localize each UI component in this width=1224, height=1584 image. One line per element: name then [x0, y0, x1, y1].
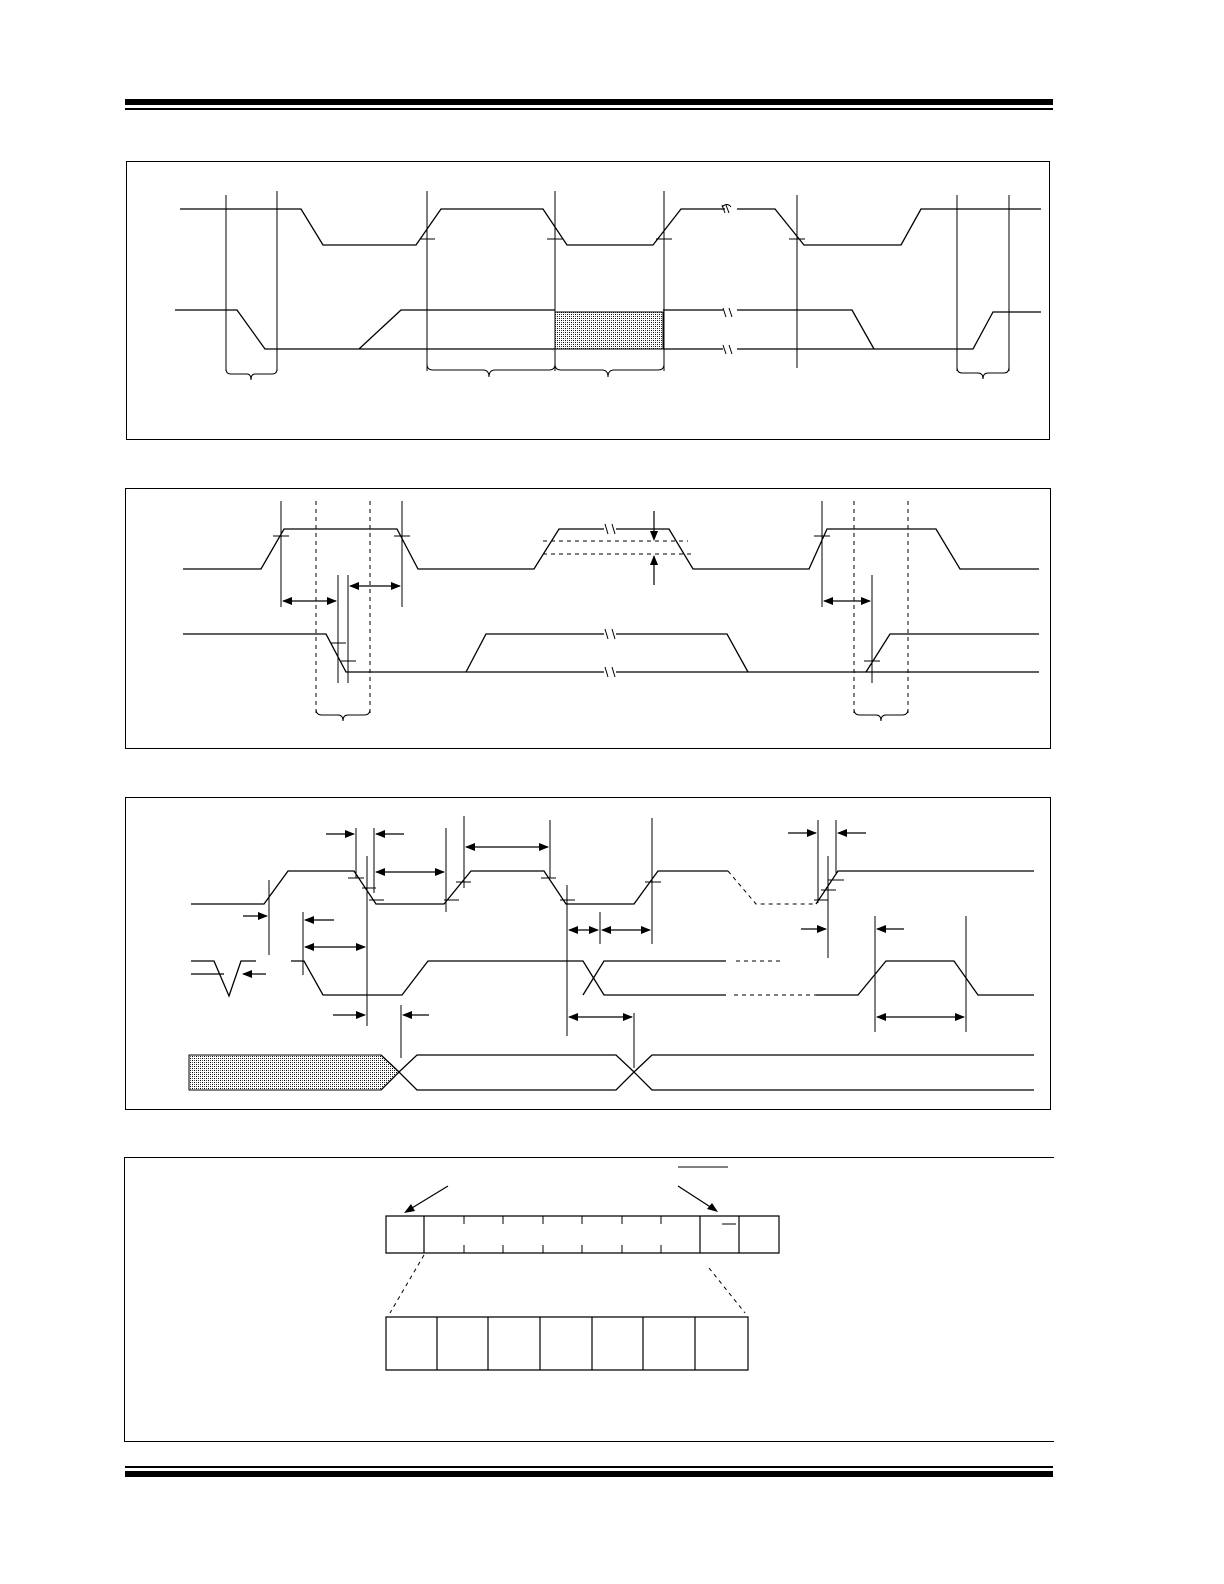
register-row-lower — [386, 1317, 748, 1370]
footer-rule-thick — [125, 1471, 1053, 1477]
register-row-upper — [386, 1216, 779, 1253]
waveform-lower-low — [175, 310, 1041, 349]
waveform-lower-rise — [359, 310, 555, 349]
reference-lines — [281, 501, 908, 715]
waveform-upper — [183, 529, 1039, 569]
expansion-line-right — [709, 1268, 745, 1313]
timing-diagram-1-svg — [127, 162, 1051, 441]
waveform-lower — [183, 634, 1039, 672]
waveform-upper-dashed — [728, 871, 816, 904]
waveform-upper-end — [816, 871, 1034, 904]
header-rule-thin — [125, 108, 1053, 110]
register-diagram-svg — [125, 1158, 1055, 1443]
timing-diagram-1 — [126, 161, 1050, 440]
waveform-upper — [191, 871, 728, 904]
timing-arrows — [191, 829, 965, 1021]
waveform-lower-high — [663, 310, 874, 349]
timing-diagram-3 — [125, 797, 1051, 1110]
hatched-region — [555, 312, 663, 349]
timing-arrows — [282, 582, 871, 605]
timing-diagram-2 — [125, 488, 1051, 749]
register-diagram — [124, 1157, 1054, 1442]
reference-lines — [226, 191, 1009, 371]
waveform-middle-end — [816, 961, 1034, 995]
timing-braces — [226, 364, 1009, 380]
footer-rule-thin — [125, 1466, 1053, 1468]
timing-braces — [316, 709, 908, 721]
waveform-lower-pulse — [466, 634, 748, 672]
waveform-middle — [291, 961, 726, 995]
pointer-arrows — [404, 1186, 718, 1213]
transition-ticks — [273, 536, 880, 661]
expansion-line-left — [390, 1255, 424, 1313]
reference-lines — [269, 816, 966, 1068]
waveform-middle-b — [583, 961, 726, 995]
waveform-middle-glitch — [191, 961, 256, 996]
timing-diagram-2-svg — [126, 489, 1052, 750]
timing-diagram-3-svg — [126, 798, 1052, 1111]
waveform-lower-rise — [866, 634, 1039, 672]
transition-ticks — [348, 878, 844, 900]
break-mark — [605, 524, 615, 677]
bus-hatched — [189, 1055, 399, 1090]
threshold-arrows — [650, 511, 658, 585]
bus-lines — [381, 1055, 1034, 1090]
header-rule-thick — [125, 99, 1053, 105]
waveform-upper — [180, 209, 1041, 245]
break-mark — [722, 205, 732, 355]
waveform-middle-dashed — [734, 961, 816, 995]
